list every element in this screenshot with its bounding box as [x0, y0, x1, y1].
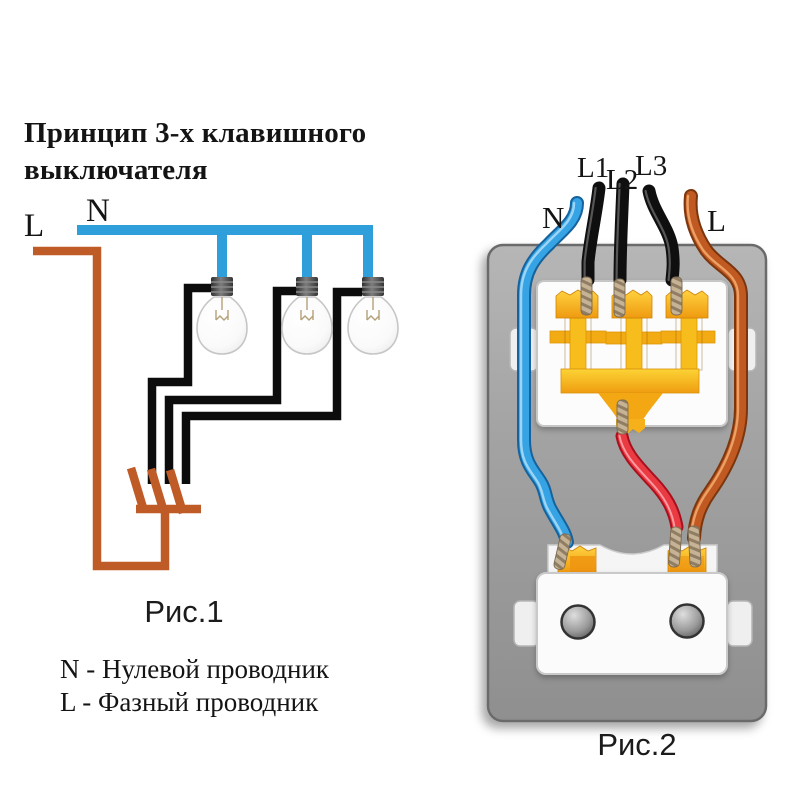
lamp1-switched-wire	[147, 283, 212, 484]
neutral-wire-blue	[517, 196, 584, 549]
legend-line-neutral: N - Нулевой проводник	[60, 654, 330, 684]
wire-clamps	[555, 289, 709, 319]
phase-wire-brown	[683, 189, 748, 545]
bus-funnel	[598, 393, 663, 421]
figure2-caption: Рис.2	[597, 727, 677, 762]
neutral-wire-line	[77, 225, 373, 278]
stripped-wire-ends	[553, 276, 702, 570]
figure1-title-line2: выключателя	[24, 154, 208, 186]
socket-box	[536, 572, 728, 675]
l2-wire	[613, 177, 630, 287]
figure1-schematic	[33, 225, 399, 571]
switch-lever-3	[165, 468, 188, 515]
figure2-label-n: N	[542, 200, 565, 235]
internal-wire-red	[615, 429, 684, 534]
figure2-label-l1: L1	[577, 152, 610, 184]
lamp3-switched-wire	[181, 287, 362, 484]
switch-lever-1	[126, 466, 149, 513]
figure2-switch	[486, 177, 768, 723]
figure1-title-line1: Принцип 3-х клавишного	[24, 117, 367, 149]
screw-hole-right	[669, 603, 705, 639]
figure1-caption: Рис.1	[144, 594, 224, 629]
lamp2-switched-wire	[164, 286, 297, 484]
figure1-neutral-label: N	[86, 193, 110, 229]
l1-wire	[581, 181, 606, 287]
bus-bar	[560, 368, 700, 394]
figure2-label-l3: L3	[635, 150, 668, 182]
figure1-phase-label: L	[24, 208, 45, 244]
switched-wires-black	[581, 177, 680, 287]
screw-hole-left	[560, 604, 596, 640]
switched-wires	[147, 283, 362, 484]
l3-wire	[642, 184, 680, 287]
switch-lever-2	[146, 467, 169, 514]
figure2-label-l2: L2	[606, 164, 639, 196]
phase-wire-line	[33, 246, 201, 571]
legend-line-phase: L - Фазный проводник	[60, 687, 319, 717]
figure2-label-l: L	[707, 203, 726, 238]
